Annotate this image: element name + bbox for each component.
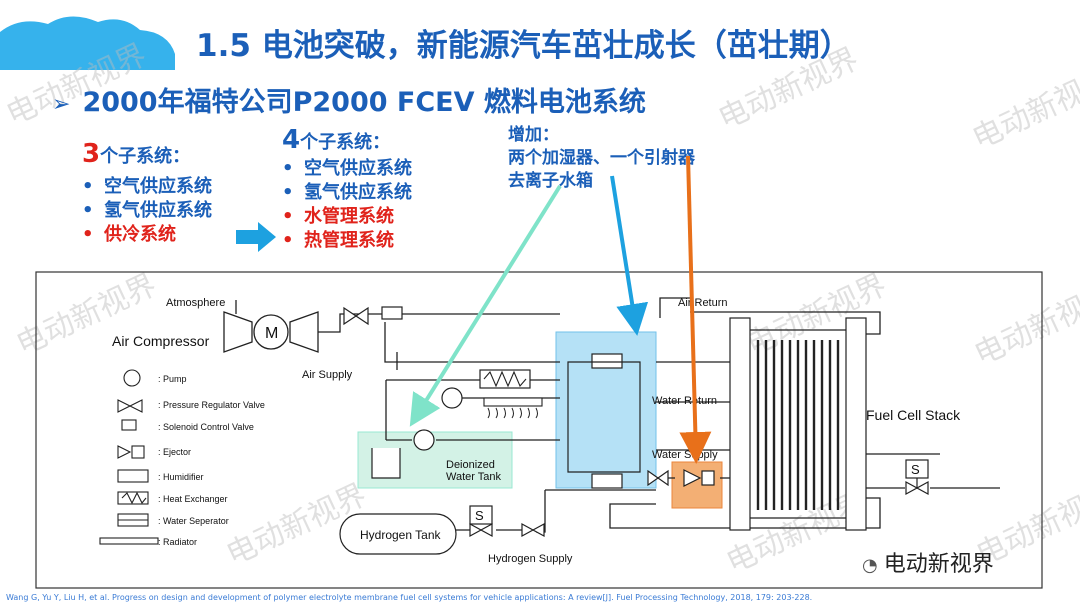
pump-icon [413,429,435,451]
svg-text:S: S [475,508,484,523]
subtitle-text: 2000年福特公司P2000 FCEV 燃料电池系统 [82,87,646,118]
slide-subtitle: ➢ 2000年福特公司P2000 FCEV 燃料电池系统 [52,80,646,119]
list-item: •氢气供应系统 [282,182,412,203]
four-subsystems-group: 4个子系统： •空气供应系统 •氢气供应系统 •水管理系统 •热管理系统 [282,125,412,253]
legend-pressure-regulator-valve-label: : Pressure Regulator Valve [158,400,265,410]
ejector-icon [683,469,715,487]
humidifier-pointer-arrow [610,175,649,336]
radiator-icon [483,397,543,407]
hydrogen-tank-label: Hydrogen Tank [360,528,441,542]
legend-radiator-label: : Radiator [158,537,197,547]
wechat-icon: ◔ [862,555,878,576]
legend-humidifier-label: : Humidifier [158,472,204,482]
legend [99,369,159,545]
deionized-tank-pointer-arrow [409,184,562,427]
three-subsystems-group: 3个子系统： •空气供应系统 •氢气供应系统 •供冷系统 [82,139,212,247]
svg-text:S: S [911,462,920,477]
atmosphere-label: Atmosphere [166,297,225,309]
list-item: •供冷系统 [82,224,176,245]
ejector-pointer-arrow [679,155,712,464]
humidifier-assembly [567,353,641,489]
deionized-water-tank-icon [371,448,401,479]
deionized-tank-label: Water Tank [446,471,502,483]
citation: Wang G, Yu Y, Liu H, et al. Progress on … [6,593,813,602]
slide-title: 1.5 电池突破，新能源汽车茁壮成长（茁壮期） [196,28,851,64]
pressure-regulator-valve-icon [343,306,369,326]
header-cloud-decoration [0,16,175,70]
legend-solenoid-control-valve-label: : Solenoid Control Valve [158,422,254,432]
list-item: •热管理系统 [282,230,394,251]
legend-heat-exchanger-label: : Heat Exchanger [158,494,228,504]
group-count: 3 [82,139,101,169]
right-arrow-icon [236,222,276,252]
list-item: •氢气供应系统 [82,200,212,221]
pump-icon [441,387,463,409]
group-count: 4 [282,125,301,155]
diagram-frame [35,271,1043,589]
group-heading: 3个子系统： [82,139,191,169]
motor-label: M [265,325,278,342]
legend-pump-label: : Pump [158,374,187,384]
legend-ejector-label: : Ejector [158,447,191,457]
deionized-tank-label: Deionized [446,459,495,471]
solenoid-valve-icon [647,469,669,487]
hydrogen-tank-icon [339,513,457,555]
added-components-note: 增加： 两个加湿器、一个引射器 去离子水箱 [508,125,695,191]
fuel-cell-stack-label: Fuel Cell Stack [866,407,961,423]
brand-logo: ◔电动新视界 [862,552,994,577]
legend-water-separator-label: : Water Seperator [158,516,229,526]
hydrogen-supply-label: Hydrogen Supply [488,553,573,565]
air-compressor [223,311,319,353]
air-supply-label: Air Supply [302,369,353,381]
water-supply-label: Water Supply [652,449,718,461]
bullet-arrow-icon: ➢ [52,92,71,117]
list-item: •空气供应系统 [282,158,412,179]
air-compressor-label: Air Compressor [112,333,210,349]
air-return-label: Air Return [678,297,728,309]
fuel-cell-stack [729,317,867,531]
pressure-regulator-valve-icon [521,522,545,538]
group-heading: 4个子系统： [282,125,391,155]
list-item: •空气供应系统 [82,176,212,197]
solenoid-valve-icon [469,505,493,525]
water-return-label: Water Return [652,395,717,407]
list-item: •水管理系统 [282,206,394,227]
humidifier-icon [381,306,403,320]
